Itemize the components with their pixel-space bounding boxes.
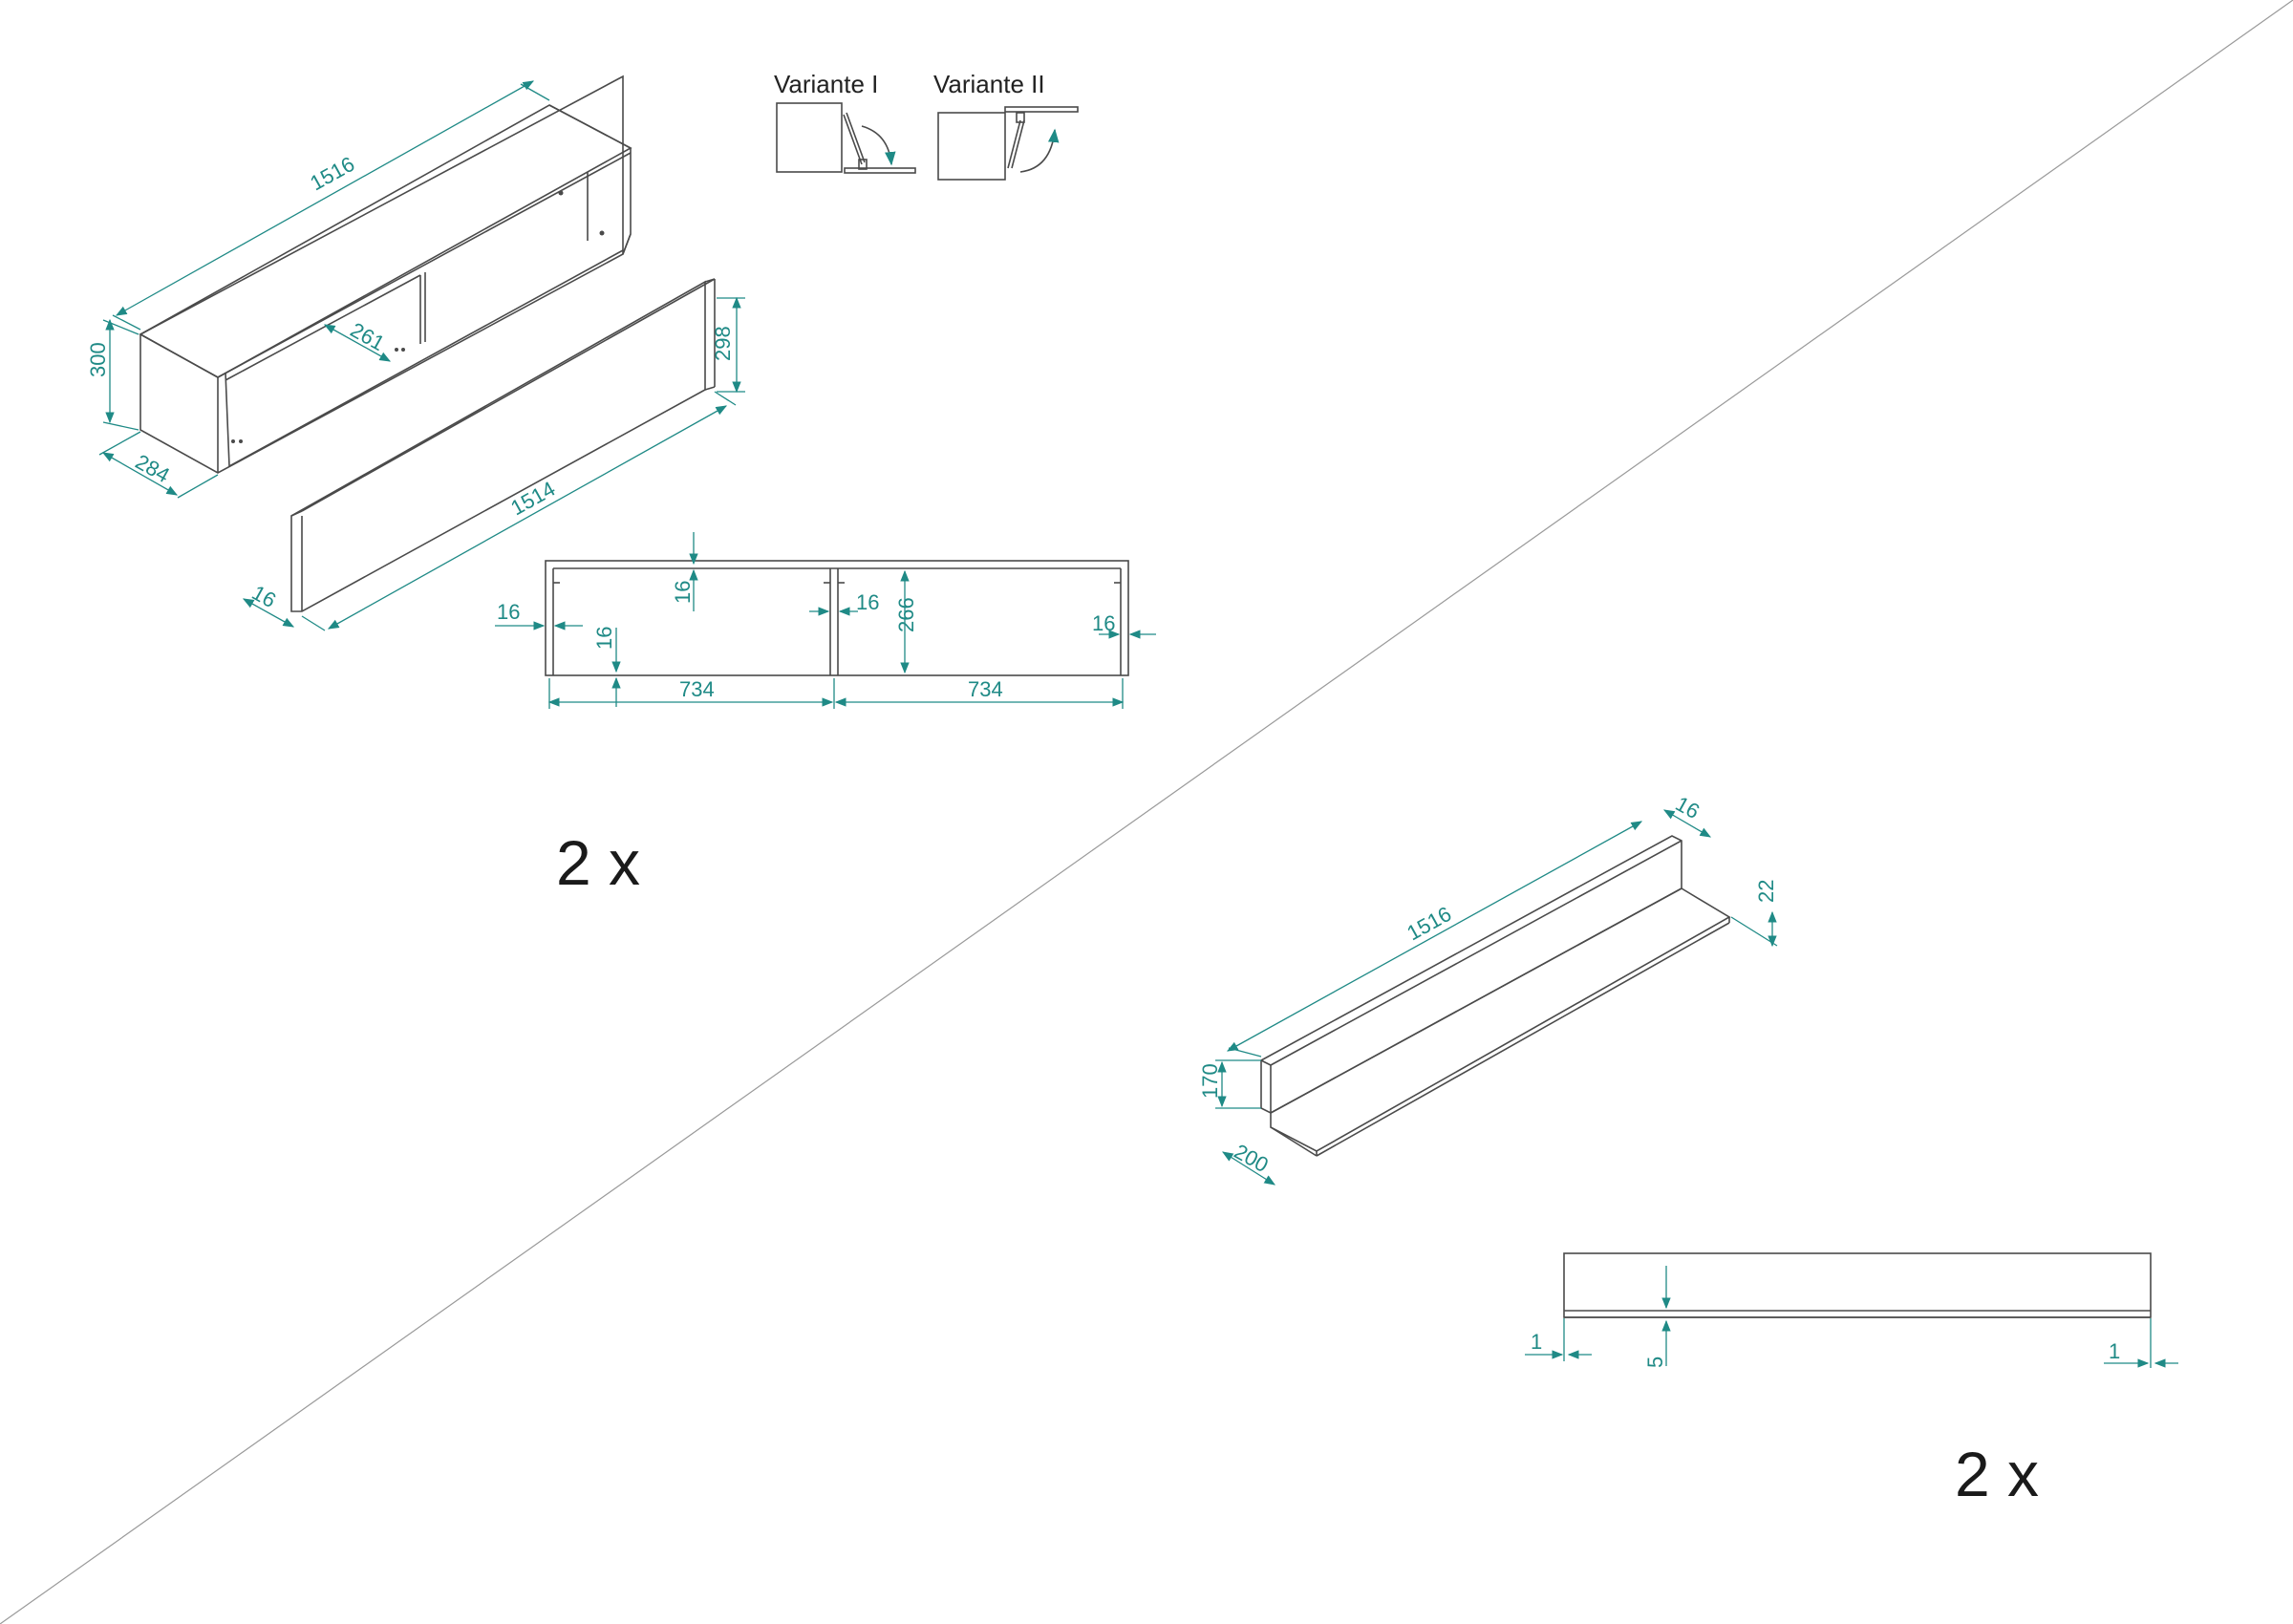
middle-thickness-label: 16	[856, 590, 879, 614]
right-thickness-label: 16	[1092, 611, 1115, 635]
shelf-groove-label: 5	[1643, 1357, 1667, 1368]
cabinet-width-label: 1516	[306, 152, 358, 196]
panel-thickness-label: 16	[248, 581, 281, 613]
variant-1-label: Variante I	[774, 70, 878, 98]
shelf-offset-label: 22	[1754, 880, 1778, 903]
shelf-dimensions: 16 1516 22 170 200	[1198, 792, 1778, 1186]
left-thickness-label: 16	[497, 600, 520, 624]
inner-height-label: 266	[894, 597, 918, 632]
shelf-left-gap-label: 1	[1531, 1330, 1542, 1354]
shelf-drawing	[1260, 835, 1731, 1157]
shelf-right-gap-label: 1	[2109, 1339, 2120, 1363]
left-width-label: 734	[679, 677, 715, 701]
variant-2-diagram: Variante II	[933, 70, 1079, 181]
shelf-depth-label: 200	[1231, 1140, 1273, 1178]
cabinet-inner-depth-label: 261	[347, 318, 389, 356]
shelf-thickness-label: 16	[1672, 792, 1704, 824]
panel-height-label: 298	[711, 326, 735, 361]
front-view-dimensions: 16 16 16 16 266 16 734 734	[495, 532, 1156, 709]
shelf-height-label: 170	[1198, 1063, 1222, 1099]
shelf-front-dimensions: 1 5 1	[1525, 1266, 2178, 1368]
variant-2-label: Variante II	[933, 70, 1045, 98]
shelf-quantity: 2 x	[1955, 1439, 2039, 1509]
bottom-gap-label: 16	[592, 627, 616, 650]
front-view-drawing	[545, 560, 1129, 676]
cabinet-quantity: 2 x	[556, 827, 640, 898]
top-gap-label: 16	[671, 581, 695, 604]
cabinet-height-label: 300	[86, 342, 110, 377]
shelf-front-drawing	[1563, 1252, 2152, 1318]
variant-1-diagram: Variante I	[774, 70, 916, 174]
cabinet-drawing	[139, 75, 632, 474]
right-width-label: 734	[968, 677, 1003, 701]
cabinet-depth-label: 284	[132, 450, 174, 488]
